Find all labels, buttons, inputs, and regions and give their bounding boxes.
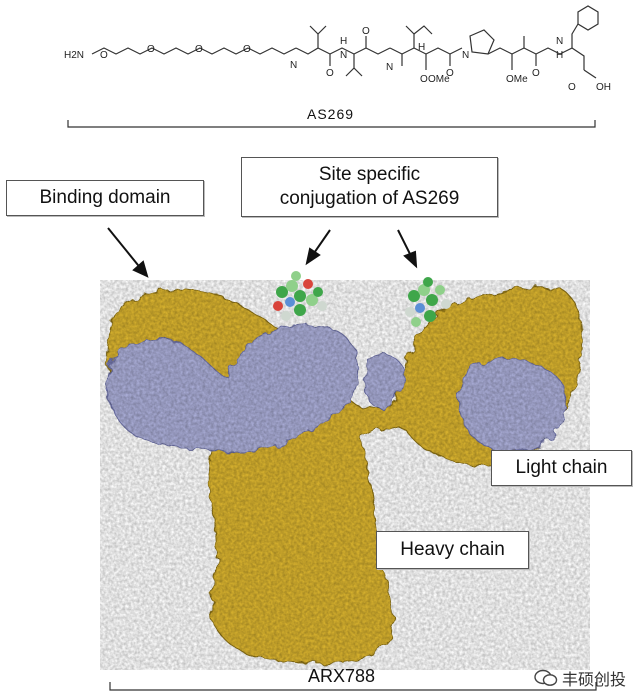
atom-label: O [195,44,203,55]
binding-domain-text: Binding domain [39,187,171,209]
atom-label: H [556,50,563,61]
heavy-chain-text: Heavy chain [400,539,505,561]
molecule-name: AS269 [307,106,355,122]
binding-domain-label: Binding domain [6,180,204,216]
atom-label: O [362,26,370,37]
atom-label: H [418,42,425,53]
heavy-chain-label: Heavy chain [376,531,529,569]
conjugate-left [273,271,327,321]
atom-label: H2N [64,50,84,61]
atom-label: H [340,36,347,47]
watermark-text: 丰硕创投 [561,672,626,689]
atom-label: N [340,50,347,61]
light-chain-text: Light chain [515,457,608,479]
atom-label: O [532,68,540,79]
atom-label: O [326,68,334,79]
atom-label: OMe [428,74,450,85]
atom-label: N [556,36,563,47]
atom-label: N [386,62,393,73]
site-specific-text-line1: Site specific [318,164,421,186]
atom-label: O [568,82,576,93]
site-specific-text-line2: conjugation of AS269 [279,188,460,209]
as269-structure: H2N O O O O N H N O O N H O OMe N O OMe … [64,5,611,128]
molecule-bracket [67,120,596,128]
atom-label: O [446,68,454,79]
pointer-arrows [107,227,418,278]
atom-label: OH [596,82,611,93]
wechat-bubble-icon [534,669,558,686]
atom-label: N [462,50,469,61]
chemical-bonds [91,5,599,79]
atom-label: O [147,44,155,55]
atom-label: O [100,50,108,61]
antibody-bracket [109,682,597,691]
atom-label: O [420,74,428,85]
atom-label: OMe [506,74,528,85]
site-specific-label: Site specific conjugation of AS269 [241,157,498,217]
atom-label: O [243,44,251,55]
light-chain-label: Light chain [491,450,632,486]
antibody-name: ARX788 [308,666,376,686]
watermark: 丰硕创投 [534,666,626,690]
conjugate-right [405,277,451,327]
atom-label: N [290,60,297,71]
